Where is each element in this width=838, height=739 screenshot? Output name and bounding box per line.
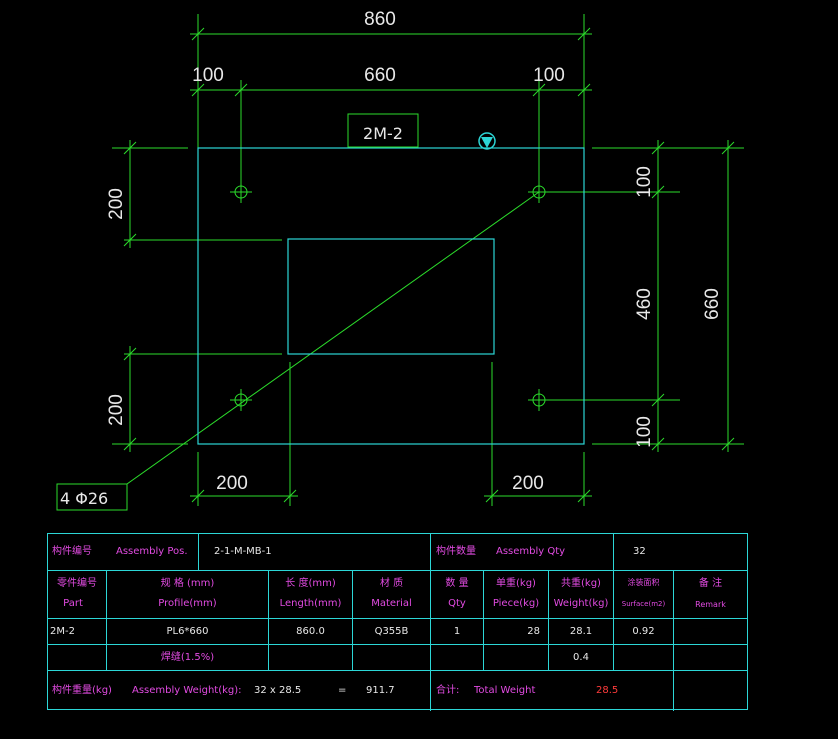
- part-tag-text: 2M-2: [363, 124, 403, 143]
- hole-tag: 4 Φ26: [56, 483, 128, 511]
- item-weight: 28.1: [569, 626, 593, 637]
- sum-en: Total Weight: [474, 685, 536, 696]
- item-material: Q355B: [374, 626, 409, 637]
- item-piece: 28: [527, 626, 540, 637]
- dim-overall-width: 860: [364, 9, 396, 30]
- weld-weight: 0.4: [573, 652, 589, 663]
- hole-tag-text: 4 Φ26: [60, 489, 108, 508]
- dim-right-mid: 460: [634, 288, 655, 320]
- dim-bottom-left: 200: [216, 473, 248, 494]
- header-piece-cn: 单重(kg): [496, 578, 536, 589]
- dim-left-top: 200: [106, 188, 127, 220]
- assembly-pos-value: 2-1-M-MB-1: [214, 546, 272, 557]
- total-result: 911.7: [366, 685, 395, 696]
- header-qty-en: Qty: [448, 598, 466, 609]
- dim-right-offset: 100: [533, 65, 565, 86]
- dimension-lines: [112, 14, 744, 506]
- header-surface-en: Surface(m2): [621, 600, 666, 608]
- header-remark-cn: 备 注: [698, 578, 723, 589]
- total-en: Assembly Weight(kg):: [132, 685, 242, 696]
- hole: [234, 185, 248, 199]
- header-length-cn: 长 度(mm): [285, 578, 336, 589]
- dim-bottom-right: 200: [512, 473, 544, 494]
- header-piece-en: Piece(kg): [492, 598, 540, 609]
- dim-left-offset: 100: [192, 65, 224, 86]
- item-length: 860.0: [296, 626, 325, 637]
- header-surface-cn: 涂装面积: [627, 578, 660, 587]
- dim-overall-height: 660: [702, 288, 723, 320]
- header-qty-cn: 数 量: [445, 578, 469, 589]
- sum-cn: 合计:: [436, 685, 460, 696]
- dim-right-bottom: 100: [634, 416, 655, 448]
- hole: [532, 393, 546, 407]
- bom-table: 构件编号 Assembly Pos. 2-1-M-MB-1 构件数量 Assem…: [47, 533, 748, 711]
- header-weight-en: Weight(kg): [553, 598, 609, 609]
- assembly-qty-value: 32: [633, 546, 646, 557]
- part-tag: 2M-2: [347, 113, 419, 148]
- dim-left-bottom: 200: [106, 394, 127, 426]
- header-material-en: Material: [371, 598, 412, 609]
- assembly-pos-en: Assembly Pos.: [116, 546, 188, 557]
- assembly-pos-cn: 构件编号: [52, 546, 92, 557]
- dim-hole-span: 660: [364, 65, 396, 86]
- header-part-en: Part: [63, 598, 83, 609]
- total-cn: 构件重量(kg): [52, 685, 112, 696]
- item-part: 2M-2: [50, 626, 75, 637]
- view-marker-icon: [478, 132, 496, 150]
- plate-drawing: 2M-2 4 Φ26 860 100 660 100 200 200 200 2…: [56, 9, 744, 511]
- header-weight-cn: 共重(kg): [561, 578, 601, 589]
- dim-right-top: 100: [634, 166, 655, 198]
- bolt-holes: [234, 185, 546, 407]
- header-material-cn: 材 质: [379, 578, 404, 589]
- item-surface: 0.92: [632, 626, 655, 637]
- header-remark-en: Remark: [695, 600, 726, 609]
- plate-outline: [197, 147, 585, 445]
- header-profile-cn: 规 格 (mm): [160, 578, 215, 589]
- item-qty: 1: [453, 626, 461, 637]
- total-equals: =: [338, 685, 347, 696]
- assembly-qty-cn: 构件数量: [436, 546, 476, 557]
- assembly-qty-en: Assembly Qty: [496, 546, 566, 557]
- item-profile: PL6*660: [166, 626, 209, 637]
- header-part-cn: 零件编号: [57, 578, 97, 589]
- hole: [234, 393, 248, 407]
- total-formula: 32 x 28.5: [254, 685, 302, 696]
- sum-value: 28.5: [596, 685, 619, 696]
- weld-label: 焊缝(1.5%): [160, 652, 215, 663]
- hole: [532, 185, 546, 199]
- inner-opening: [287, 238, 495, 355]
- header-profile-en: Profile(mm): [158, 598, 217, 609]
- header-length-en: Length(mm): [279, 598, 342, 609]
